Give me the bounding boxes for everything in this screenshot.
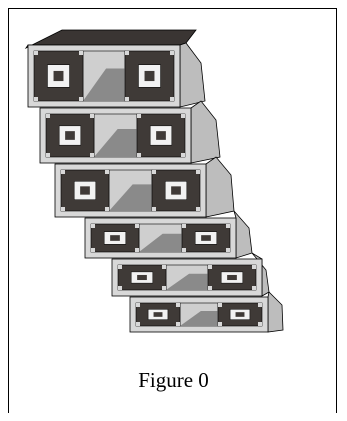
port-center <box>144 70 155 82</box>
port-center <box>156 131 166 140</box>
port-center <box>201 235 211 241</box>
speaker-box <box>111 252 270 297</box>
port-center <box>110 235 120 241</box>
port-corner <box>170 97 174 101</box>
port-corner <box>61 170 65 174</box>
horn-shadow <box>83 68 125 101</box>
port-corner <box>136 303 140 307</box>
horn-shadow <box>109 184 152 211</box>
port-corner <box>218 303 222 307</box>
port-center <box>80 186 90 195</box>
port-corner <box>208 265 212 269</box>
speaker-box <box>54 156 235 218</box>
port-corner <box>162 265 166 269</box>
horn-shadow <box>139 233 182 252</box>
port-center <box>137 274 147 281</box>
port-corner <box>135 248 139 252</box>
port-corner <box>125 51 129 55</box>
port-corner <box>181 114 185 118</box>
port-corner <box>181 153 185 157</box>
port-corner <box>61 207 65 211</box>
port-corner <box>34 97 38 101</box>
port-corner <box>226 248 230 252</box>
port-corner <box>226 224 230 228</box>
box-side-panel <box>233 210 253 259</box>
port-center <box>53 70 64 82</box>
port-center <box>235 312 245 317</box>
port-corner <box>176 303 180 307</box>
speaker-box <box>39 100 221 164</box>
port-corner <box>125 97 129 101</box>
port-corner <box>258 322 262 326</box>
speaker-box <box>27 42 206 108</box>
box-side-panel <box>205 156 235 218</box>
port-center <box>171 186 181 195</box>
port-corner <box>118 286 122 290</box>
port-corner <box>208 286 212 290</box>
port-corner <box>152 170 156 174</box>
speaker-box <box>129 291 284 333</box>
port-center <box>153 312 163 317</box>
port-center <box>65 131 75 140</box>
horn-shadow <box>166 273 208 290</box>
box-side-panel <box>267 291 284 333</box>
port-corner <box>91 248 95 252</box>
port-corner <box>196 207 200 211</box>
port-corner <box>79 51 83 55</box>
port-corner <box>46 153 50 157</box>
speaker-box <box>84 210 253 259</box>
port-corner <box>170 51 174 55</box>
port-corner <box>258 303 262 307</box>
port-corner <box>105 207 109 211</box>
port-corner <box>252 286 256 290</box>
figure-frame <box>8 8 337 413</box>
port-corner <box>46 114 50 118</box>
port-corner <box>135 224 139 228</box>
speaker-array <box>24 29 284 333</box>
port-corner <box>90 153 94 157</box>
port-corner <box>196 170 200 174</box>
port-corner <box>252 265 256 269</box>
horn-shadow <box>180 311 218 326</box>
port-corner <box>176 322 180 326</box>
port-corner <box>91 224 95 228</box>
port-corner <box>182 224 186 228</box>
port-corner <box>182 248 186 252</box>
port-corner <box>90 114 94 118</box>
port-center <box>227 274 237 281</box>
figure-caption: Figure 0 <box>138 368 209 392</box>
port-corner <box>162 286 166 290</box>
port-corner <box>137 153 141 157</box>
port-corner <box>137 114 141 118</box>
box-side-panel <box>179 42 206 108</box>
port-corner <box>136 322 140 326</box>
port-corner <box>118 265 122 269</box>
port-corner <box>79 97 83 101</box>
port-corner <box>105 170 109 174</box>
port-corner <box>34 51 38 55</box>
port-corner <box>152 207 156 211</box>
box-side-panel <box>190 100 221 164</box>
horn-shadow <box>94 129 137 157</box>
port-corner <box>218 322 222 326</box>
